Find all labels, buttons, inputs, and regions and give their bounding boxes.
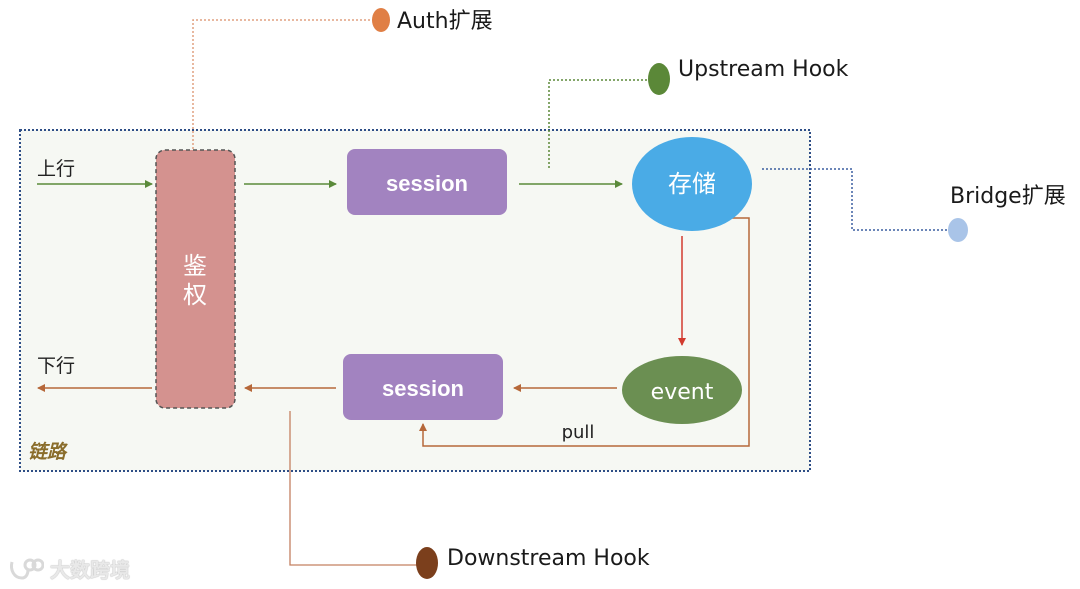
session-downstream-label: session: [382, 376, 464, 401]
bridge-extension-dot: [948, 218, 968, 242]
auth-block-label-1: 鉴: [183, 252, 207, 280]
downstream-hook-dot: [416, 547, 438, 579]
pull-label: pull: [562, 422, 595, 443]
auth-block: [155, 149, 236, 409]
watermark: 大数跨境: [8, 554, 130, 583]
session-downstream-box: [343, 354, 503, 420]
downstream-hook-line: [289, 411, 417, 566]
downstream-lane-label: 下行: [37, 355, 75, 377]
upstream-hook-label: Upstream Hook: [678, 57, 849, 82]
session-upstream-box: [347, 149, 507, 215]
auth-extension-line: [192, 19, 373, 149]
bridge-extension-label: Bridge扩展: [950, 184, 1066, 209]
upstream-hook-dot: [648, 63, 670, 95]
watermark-logo-icon: [10, 558, 44, 580]
auth-block-label-2: 权: [183, 281, 207, 309]
container-label: 链路: [28, 441, 68, 463]
pull-arrow: [419, 217, 750, 447]
event-label: event: [651, 380, 714, 405]
auth-extension-label: Auth扩展: [397, 9, 493, 34]
bridge-extension-line: [762, 168, 948, 231]
auth-extension-dot: [372, 8, 390, 32]
downstream-hook-label: Downstream Hook: [447, 546, 650, 571]
session-upstream-label: session: [386, 171, 468, 196]
watermark-text: 大数跨境: [50, 558, 130, 582]
upstream-lane-label: 上行: [37, 158, 75, 180]
storage-node: [632, 137, 752, 231]
storage-label: 存储: [668, 170, 716, 198]
event-node: [622, 356, 742, 424]
upstream-hook-line: [548, 79, 650, 168]
